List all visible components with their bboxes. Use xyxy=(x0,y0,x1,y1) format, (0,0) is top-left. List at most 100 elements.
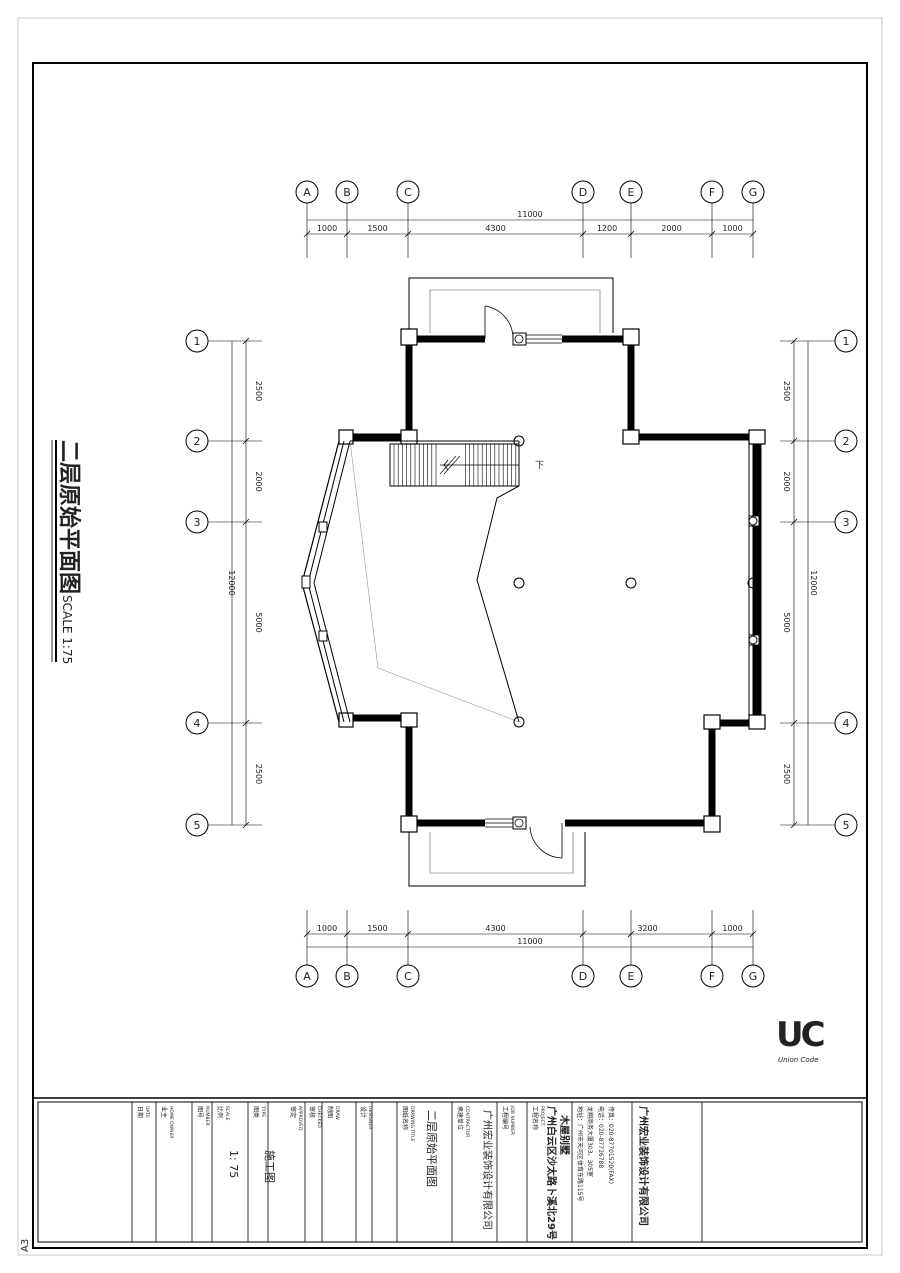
grid-bubble-2: 2 xyxy=(834,429,858,453)
tb-check-label-en: CHECKED xyxy=(316,1106,322,1128)
grid-bubble-label: D xyxy=(579,970,587,983)
grid-bubble-b: B xyxy=(335,964,359,988)
tb-designer-label-en: DESIGNER xyxy=(367,1106,373,1129)
grid-bubble-4: 4 xyxy=(834,711,858,735)
grid-bubble-b: B xyxy=(335,180,359,204)
grid-bubble-e: E xyxy=(619,964,643,988)
grid-bubble-c: C xyxy=(396,180,420,204)
bay-mullion xyxy=(318,630,328,642)
column xyxy=(400,328,418,346)
grid-bubble-label: C xyxy=(404,186,412,199)
tb-scale-value: 1: 75 xyxy=(227,1150,240,1178)
grid-bubble-label: B xyxy=(343,186,351,199)
column xyxy=(748,429,766,445)
grid-bubble-label: C xyxy=(404,970,412,983)
grid-bubble-a: A xyxy=(295,180,319,204)
grid-bubble-3: 3 xyxy=(834,510,858,534)
dim-segment-top: 1200 xyxy=(597,224,617,233)
dim-segment-left: 2000 xyxy=(254,471,263,491)
column xyxy=(703,714,721,730)
dim-segment-top: 4300 xyxy=(485,224,505,233)
tb-contractor-label-en: CONTRACTOR xyxy=(464,1106,470,1137)
dim-segment-top: 1000 xyxy=(722,224,742,233)
dim-segment-right: 2500 xyxy=(782,764,791,784)
grid-bubble-4: 4 xyxy=(185,711,209,735)
grid-bubble-label: 3 xyxy=(194,516,201,529)
wall-bottom-left xyxy=(346,714,485,827)
tb-owner-label-en: HOME OWNER xyxy=(168,1106,174,1138)
tb-contractor-label: 承建单位 xyxy=(456,1106,464,1130)
dim-segment-right: 2500 xyxy=(782,381,791,401)
balcony-bottom-inner xyxy=(429,832,574,874)
tb-company: 广州宏业装饰设计有限公司 xyxy=(637,1106,650,1226)
tb-date-label: 日期 xyxy=(136,1106,144,1118)
tb-project-label: 工程名称 xyxy=(531,1106,539,1130)
dim-total-top: 11000 xyxy=(517,210,542,219)
logo-name: Union Code xyxy=(778,1056,818,1064)
grid-bubble-e: E xyxy=(619,180,643,204)
tb-drawing-title-value: 二层原始平面图 xyxy=(425,1110,439,1187)
stair-direction-label: 下 xyxy=(535,461,544,471)
tb-draw-label: 制图 xyxy=(326,1106,334,1118)
logo-mark: UC xyxy=(776,1015,824,1055)
dim-segment-bottom: 1500 xyxy=(367,924,387,933)
floor-plan: 下 xyxy=(301,277,766,887)
void-diagonal xyxy=(349,440,520,723)
column xyxy=(338,429,354,445)
tb-number-label: 图号 xyxy=(196,1106,203,1118)
tb-type-value: 施工图 xyxy=(263,1150,276,1183)
tb-job-label: 工程编号 xyxy=(501,1106,509,1130)
dim-segment-right: 5000 xyxy=(782,612,791,632)
grid-bubble-f: F xyxy=(700,180,724,204)
dim-segment-bottom: 4300 xyxy=(485,924,505,933)
tb-approved-label-en: APPROVED xyxy=(297,1106,303,1131)
grid-bubble-5: 5 xyxy=(185,813,209,837)
column xyxy=(703,815,721,833)
bay-mullion xyxy=(318,521,328,533)
grid-bubble-label: 2 xyxy=(194,435,201,448)
grid-bubble-1: 1 xyxy=(834,329,858,353)
wall-top-left xyxy=(346,335,485,441)
grid-bubble-d: D xyxy=(571,180,595,204)
bay-mullion xyxy=(301,575,311,589)
grid-bubble-label: B xyxy=(343,970,351,983)
balcony-top xyxy=(408,277,614,333)
column xyxy=(338,712,354,728)
tb-project-name-2: 木屋别墅 xyxy=(558,1114,571,1155)
grid-bubble-label: 2 xyxy=(843,435,850,448)
tb-job-label-en: JOB NUMBER xyxy=(509,1105,515,1135)
wall-top-right xyxy=(562,335,761,827)
tb-project-name: 广州白云区沙太路卜溪北29号 xyxy=(545,1106,558,1240)
tb-type-label-en: TYPE xyxy=(260,1105,266,1117)
dim-total-bottom: 11000 xyxy=(517,937,542,946)
bay-inner-2 xyxy=(313,440,351,723)
grid-bubble-1: 1 xyxy=(185,329,209,353)
tb-number-label-en: NUMBER xyxy=(204,1106,210,1126)
tb-check-label: 审核 xyxy=(308,1106,316,1118)
grid-bubble-3: 3 xyxy=(185,510,209,534)
tb-scale-label-en: SCALE xyxy=(224,1106,230,1121)
dim-segment-left: 5000 xyxy=(254,612,263,632)
tb-project-label-en: PROJECT xyxy=(539,1106,545,1126)
grid-bubble-c: C xyxy=(396,964,420,988)
tb-owner-label: 业主 xyxy=(160,1106,168,1118)
balcony-bottom xyxy=(408,832,586,887)
dim-segment-bottom: 1000 xyxy=(317,924,337,933)
grid-bubble-a: A xyxy=(295,964,319,988)
grid-bubble-label: A xyxy=(303,186,311,199)
dim-segment-bottom: 1000 xyxy=(722,924,742,933)
tb-contractor-value: 广州宏业装饰设计有限公司 xyxy=(481,1110,494,1230)
grid-bubble-label: 4 xyxy=(194,717,201,730)
grid-bubble-label: F xyxy=(709,970,715,983)
grid-bubble-label: D xyxy=(579,186,587,199)
tb-drawing-title-label-en: DRAWING TITLE xyxy=(409,1106,415,1142)
dim-segment-top: 1500 xyxy=(367,224,387,233)
exterior-walls xyxy=(346,335,761,827)
grid-bubble-f: F xyxy=(700,964,724,988)
drawing-frame xyxy=(32,62,868,1249)
